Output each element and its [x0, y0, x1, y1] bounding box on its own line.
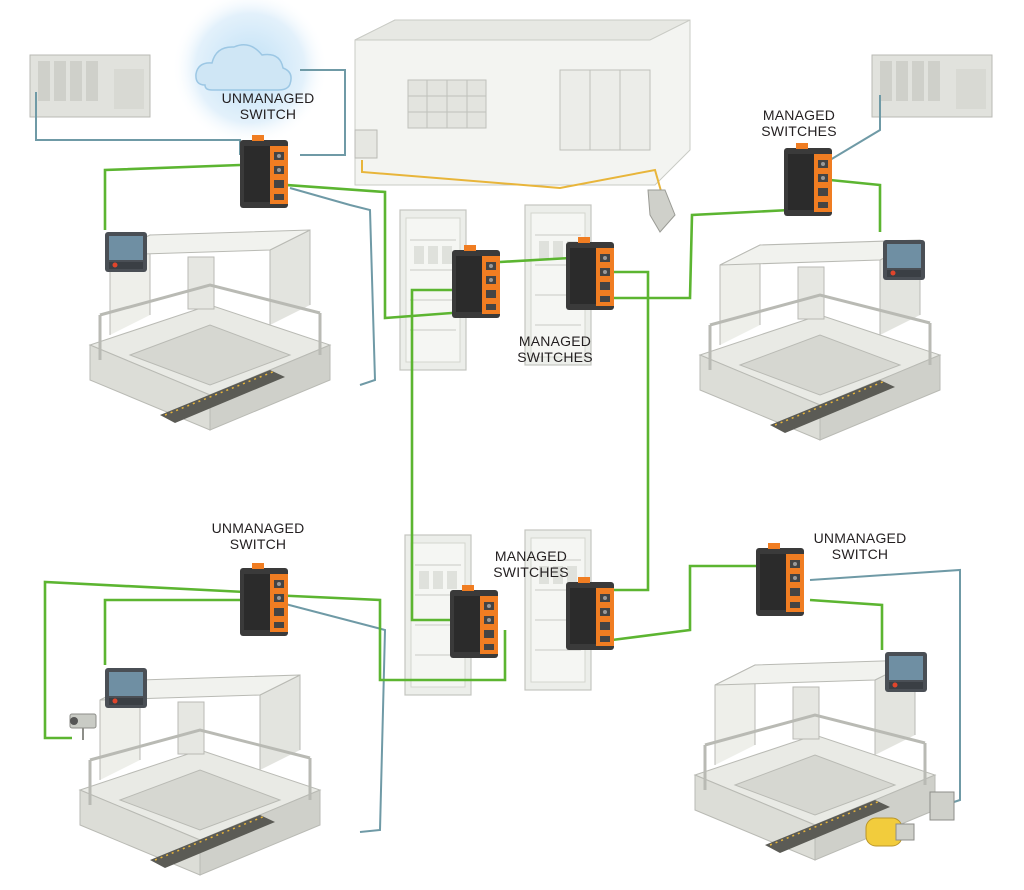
- green-cable: [43, 580, 246, 740]
- industrial-switch-icon: [756, 543, 804, 616]
- blue-cable: [289, 187, 377, 386]
- hmi-panel-icon: [105, 668, 147, 708]
- cloud-icon: [195, 44, 292, 91]
- industrial-switch-icon: [784, 143, 832, 216]
- green-cable: [829, 178, 882, 232]
- label-top-left-switch: UNMANAGED SWITCH: [221, 90, 315, 122]
- blue-cable: [829, 95, 881, 161]
- industrial-switch-icon: [240, 135, 288, 208]
- label-center-top-switches: MANAGED SWITCHES: [517, 333, 593, 365]
- green-cable: [612, 208, 791, 300]
- green-cable: [611, 564, 760, 642]
- industrial-switch-icon: [566, 237, 614, 310]
- connector-icon: [929, 791, 955, 821]
- industrial-switch-icon: [566, 577, 614, 650]
- yellow-cable: [361, 160, 666, 206]
- motor-icon: [865, 817, 915, 847]
- plc-rack-icon: [29, 54, 151, 118]
- green-cable: [103, 163, 241, 230]
- industrial-switch-icon: [452, 245, 500, 318]
- green-cable: [809, 598, 884, 650]
- label-top-right-switches: MANAGED SWITCHES: [761, 107, 837, 139]
- camera-icon: [69, 713, 97, 740]
- label-bottom-left-switch: UNMANAGED SWITCH: [211, 520, 305, 552]
- green-cable: [610, 270, 650, 592]
- blue-cable: [269, 599, 387, 833]
- green-cable: [499, 256, 571, 264]
- hmi-panel-icon: [885, 652, 927, 692]
- industrial-switch-icon: [240, 563, 288, 636]
- green-cable: [244, 180, 466, 320]
- plc-rack-icon: [871, 54, 993, 118]
- hmi-panel-icon: [105, 232, 147, 272]
- label-center-bottom-switches: MANAGED SWITCHES: [493, 548, 569, 580]
- connector-icon: [647, 189, 676, 233]
- hmi-panel-icon: [883, 240, 925, 280]
- green-cable: [103, 598, 245, 665]
- label-bottom-right-switch: UNMANAGED SWITCH: [813, 530, 907, 562]
- blue-cable: [300, 69, 346, 156]
- industrial-switch-icon: [450, 585, 498, 658]
- green-cable: [269, 593, 507, 682]
- control-room-icon: [354, 19, 691, 186]
